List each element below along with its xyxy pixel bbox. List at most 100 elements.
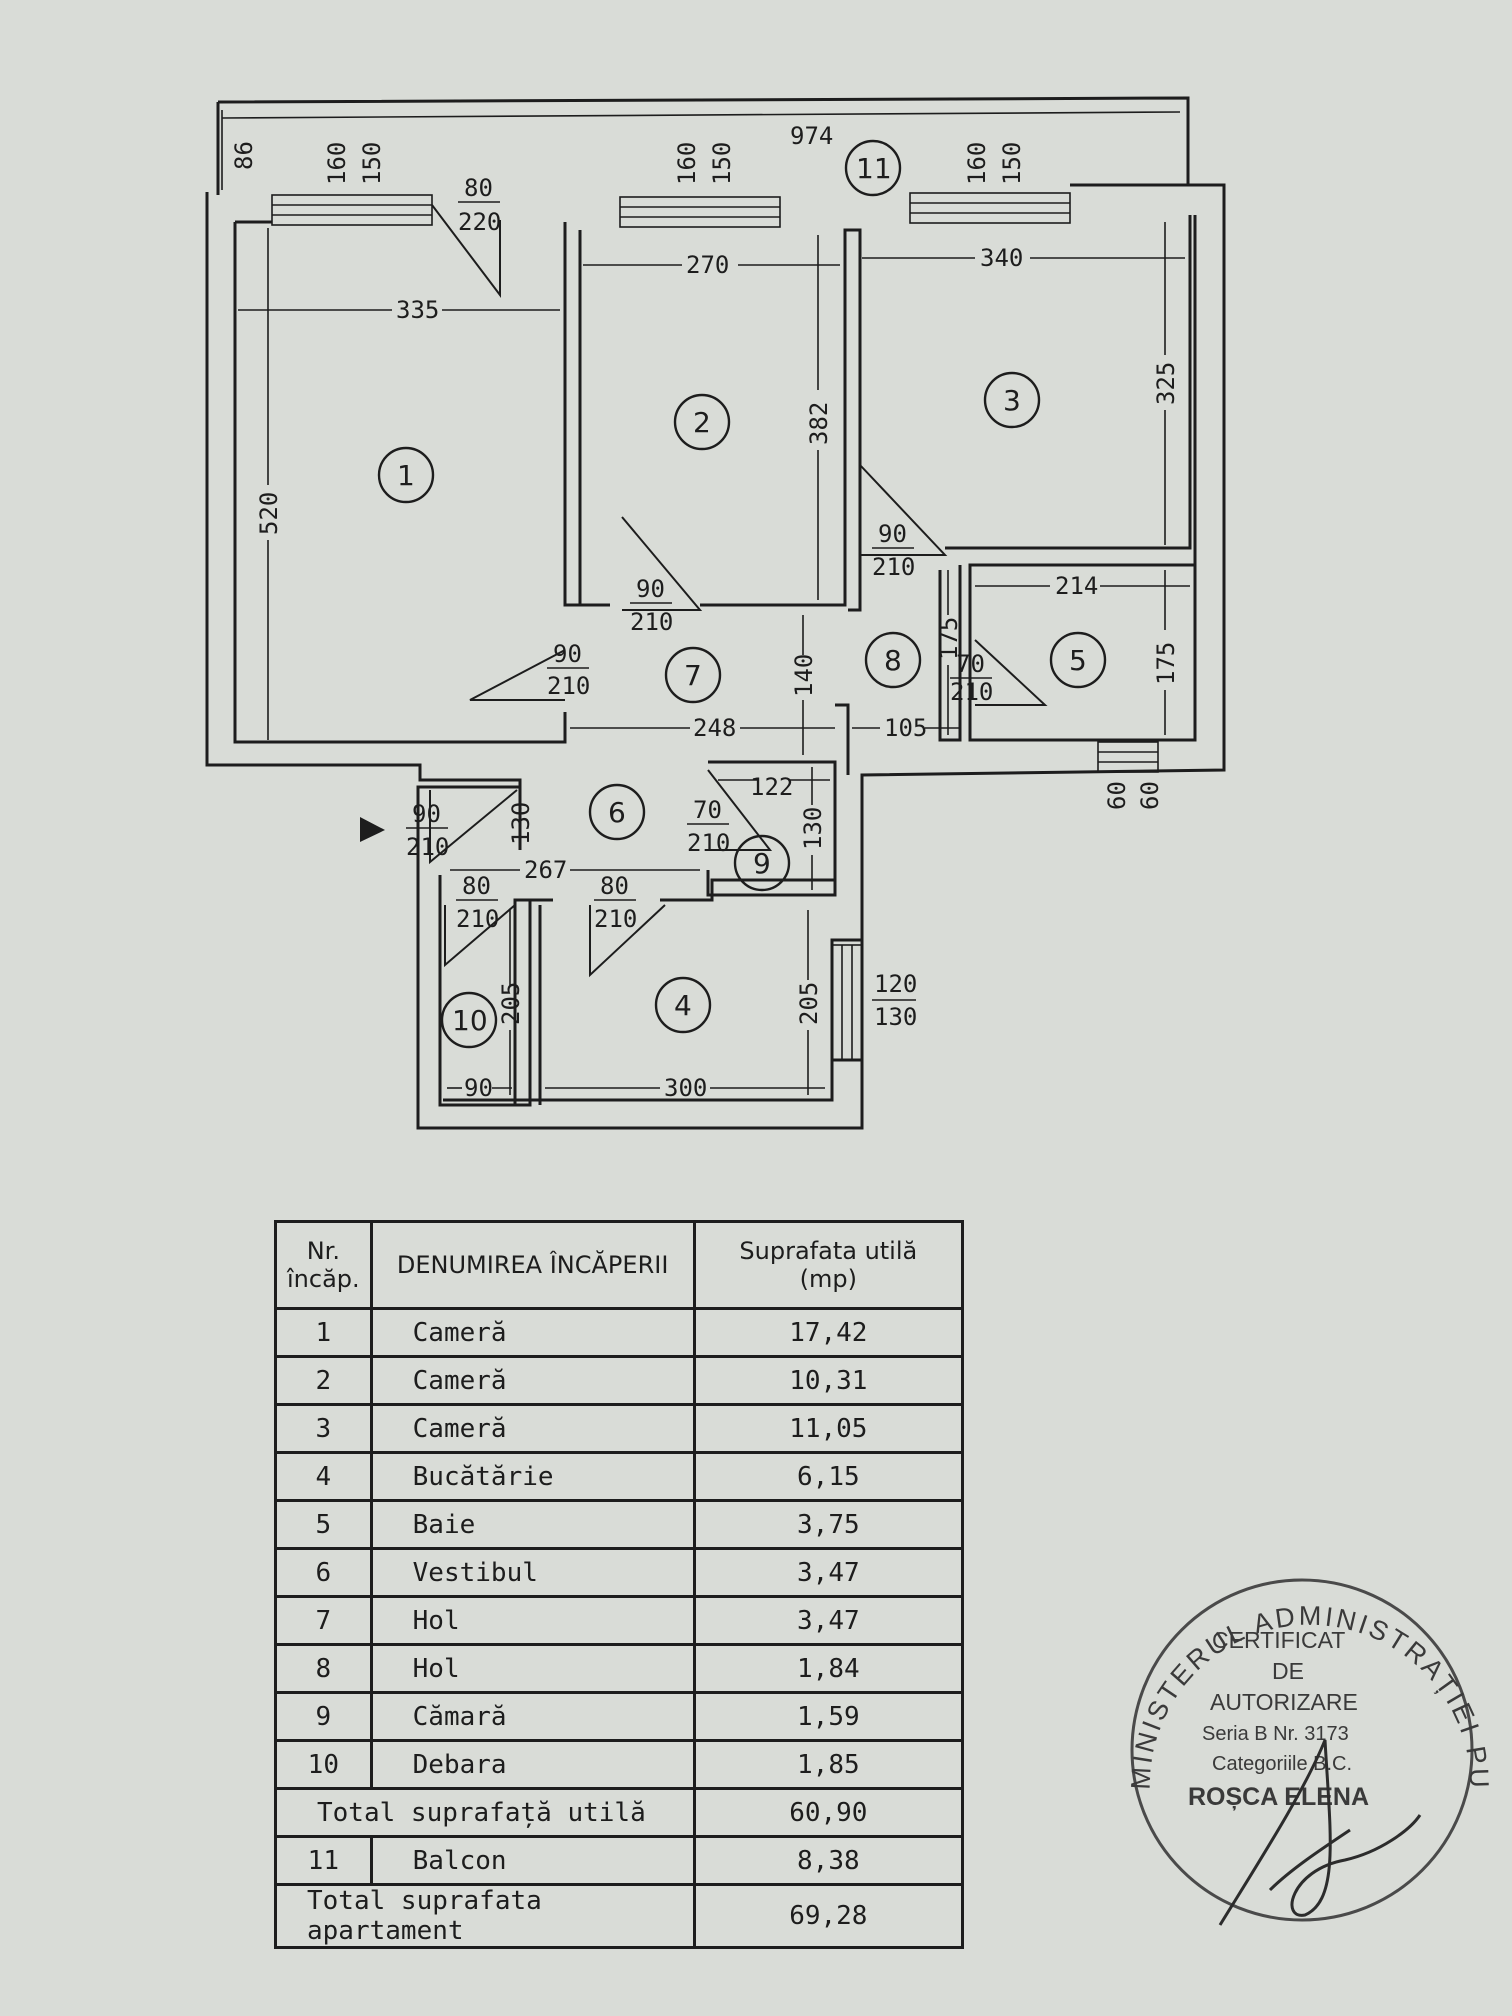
stamp-line-2: DE xyxy=(1272,1658,1304,1684)
row-no: 9 xyxy=(274,1691,373,1742)
stamp-line-6: ROȘCA ELENA xyxy=(1188,1783,1369,1811)
stamp-line-1: CERTIFICAT xyxy=(1212,1627,1345,1653)
row-no: 2 xyxy=(274,1355,373,1406)
room-5-length: 175 xyxy=(1152,642,1180,685)
row-name: Debara xyxy=(369,1739,696,1790)
room-1-number: 1 xyxy=(397,459,415,492)
room-3-number: 3 xyxy=(1003,384,1021,417)
room-1-width: 335 xyxy=(396,296,439,324)
door-8-h: 210 xyxy=(456,905,499,933)
row-area: 1,84 xyxy=(692,1643,965,1694)
room-11-number: 11 xyxy=(856,152,892,185)
entrance-arrow-icon xyxy=(360,817,385,842)
door-7-w: 70 xyxy=(693,796,722,824)
total-apt-value: 69,28 xyxy=(692,1883,965,1949)
row-name: Bucătărie xyxy=(369,1451,696,1502)
window-1-h: 150 xyxy=(358,142,386,185)
door-2-w: 90 xyxy=(636,575,665,603)
header-suprafata: Suprafata utilă (mp) xyxy=(692,1220,965,1310)
row-no: 3 xyxy=(274,1403,373,1454)
stamp-line-5: Categoriile B.C. xyxy=(1212,1753,1352,1775)
row-area: 1,85 xyxy=(692,1739,965,1790)
row-area: 3,75 xyxy=(692,1499,965,1550)
row-no: 1 xyxy=(274,1307,373,1358)
room-6-width: 267 xyxy=(524,856,567,884)
door-7-h: 210 xyxy=(687,829,730,857)
balcony-depth-dim: 86 xyxy=(230,141,258,170)
door-8-w: 80 xyxy=(462,872,491,900)
window-2-h: 150 xyxy=(708,142,736,185)
window-5-h: 60 xyxy=(1136,781,1164,810)
row-name: Cameră xyxy=(369,1355,696,1406)
door-5-w: 70 xyxy=(956,650,985,678)
room-4-length: 205 xyxy=(795,982,823,1025)
door-3-w: 90 xyxy=(878,520,907,548)
row-name: Cămară xyxy=(369,1691,696,1742)
row-no: 5 xyxy=(274,1499,373,1550)
row-name: Hol xyxy=(369,1643,696,1694)
room-8-width: 105 xyxy=(884,714,927,742)
row-area: 6,15 xyxy=(692,1451,965,1502)
row-name: Cameră xyxy=(369,1403,696,1454)
door-4-w: 90 xyxy=(553,640,582,668)
total-util-label: Total suprafață utilă xyxy=(274,1787,696,1838)
room-2-length: 382 xyxy=(805,402,833,445)
room-9-length: 130 xyxy=(799,807,827,850)
door-labels: 80 220 90 210 90 210 90 210 70 210 90 21… xyxy=(406,174,993,933)
row-name: Cameră xyxy=(369,1307,696,1358)
row-area: 1,59 xyxy=(692,1691,965,1742)
balcony-area: 8,38 xyxy=(692,1835,965,1886)
window-3-w: 160 xyxy=(963,142,991,185)
row-name: Hol xyxy=(369,1595,696,1646)
room-10-width: 90 xyxy=(464,1074,493,1102)
window-1-w: 160 xyxy=(323,142,351,185)
room-9-number: 9 xyxy=(753,847,771,880)
floor-plan: 974 86 160 150 160 150 160 150 120 130 xyxy=(205,96,1226,1130)
room-5-number: 5 xyxy=(1069,644,1087,677)
room-3-width: 340 xyxy=(980,244,1023,272)
door-4-h: 210 xyxy=(547,672,590,700)
door-swings xyxy=(429,204,1048,978)
window-3-h: 150 xyxy=(998,142,1026,185)
balcony-outline xyxy=(216,96,1190,195)
room-4-number: 4 xyxy=(674,989,692,1022)
table-header: Nr. încăp. DENUMIREA ÎNCĂPERII Suprafata… xyxy=(274,1220,965,1310)
door-3-h: 210 xyxy=(872,553,915,581)
row-name: Baie xyxy=(369,1499,696,1550)
room-7-number: 7 xyxy=(684,659,702,692)
balcony-name: Balcon xyxy=(369,1835,696,1886)
window-4-w: 120 xyxy=(874,970,917,998)
row-no: 4 xyxy=(274,1451,373,1502)
row-area: 3,47 xyxy=(692,1547,965,1598)
row-area: 17,42 xyxy=(692,1307,965,1358)
room-7-length: 140 xyxy=(790,654,818,697)
windows xyxy=(271,192,1159,1061)
signature xyxy=(1218,1739,1422,1926)
total-apt-label: Total suprafata apartament xyxy=(274,1883,696,1949)
row-no: 6 xyxy=(274,1547,373,1598)
door-9-w: 80 xyxy=(600,872,629,900)
room-4-width: 300 xyxy=(664,1074,707,1102)
door-1-h: 220 xyxy=(458,208,501,236)
row-area: 10,31 xyxy=(692,1355,965,1406)
balcony-no: 11 xyxy=(274,1835,373,1886)
door-6-h: 210 xyxy=(406,833,449,861)
room-7-width: 248 xyxy=(693,714,736,742)
row-area: 3,47 xyxy=(692,1595,965,1646)
room-1-length: 520 xyxy=(255,492,283,535)
stamp-line-4: Seria B Nr. 3173 xyxy=(1202,1723,1349,1745)
door-1-w: 80 xyxy=(464,174,493,202)
row-no: 7 xyxy=(274,1595,373,1646)
room-markers: 1 2 3 4 5 6 7 8 9 10 11 xyxy=(377,139,1107,1049)
